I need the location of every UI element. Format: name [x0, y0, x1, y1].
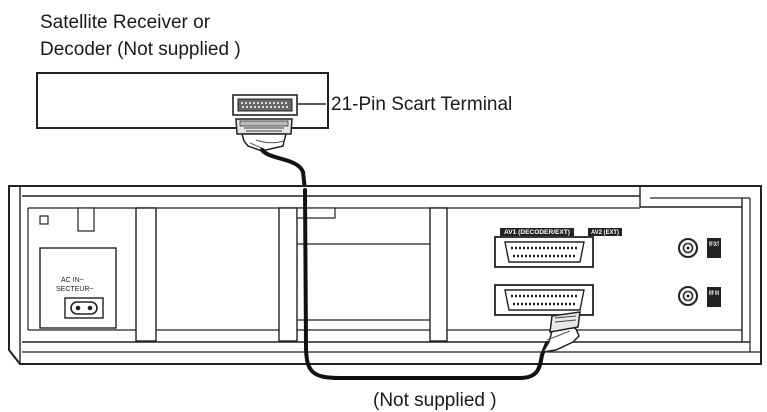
cable-not-supplied-label: (Not supplied )	[373, 390, 497, 411]
scart-cable-upper	[260, 148, 307, 192]
rf-in-label: RF IN	[709, 290, 719, 297]
ac-power-socket	[64, 297, 104, 319]
rf-out-label: RF OUT	[709, 241, 719, 248]
scart-terminal-label: 21-Pin Scart Terminal	[331, 94, 512, 115]
rf-out-label-box	[707, 238, 721, 258]
ac-in-label-line2: SECTEUR~	[56, 286, 94, 293]
av2-label-box	[588, 228, 622, 236]
bottom-scart-plug	[541, 311, 581, 353]
receiver-label-line1: Satellite Receiver or	[40, 12, 211, 33]
receiver-scart-socket	[232, 94, 298, 116]
top-scart-plug	[235, 118, 293, 152]
rf-in-connector	[678, 286, 698, 306]
scart-cable-lower	[303, 188, 549, 380]
av1-scart-socket	[494, 228, 594, 268]
av2-scart-socket	[494, 284, 594, 316]
receiver-label-line2: Decoder (Not supplied )	[40, 39, 241, 60]
av2-label: AV2 (EXT)	[591, 229, 619, 236]
rf-out-connector	[678, 238, 698, 258]
rf-in-label-box	[707, 287, 721, 307]
ac-in-label-line1: AC IN~	[61, 277, 84, 284]
vcr-back-panel	[8, 185, 762, 365]
av1-label: AV1 (DECODER/EXT)	[504, 229, 570, 236]
